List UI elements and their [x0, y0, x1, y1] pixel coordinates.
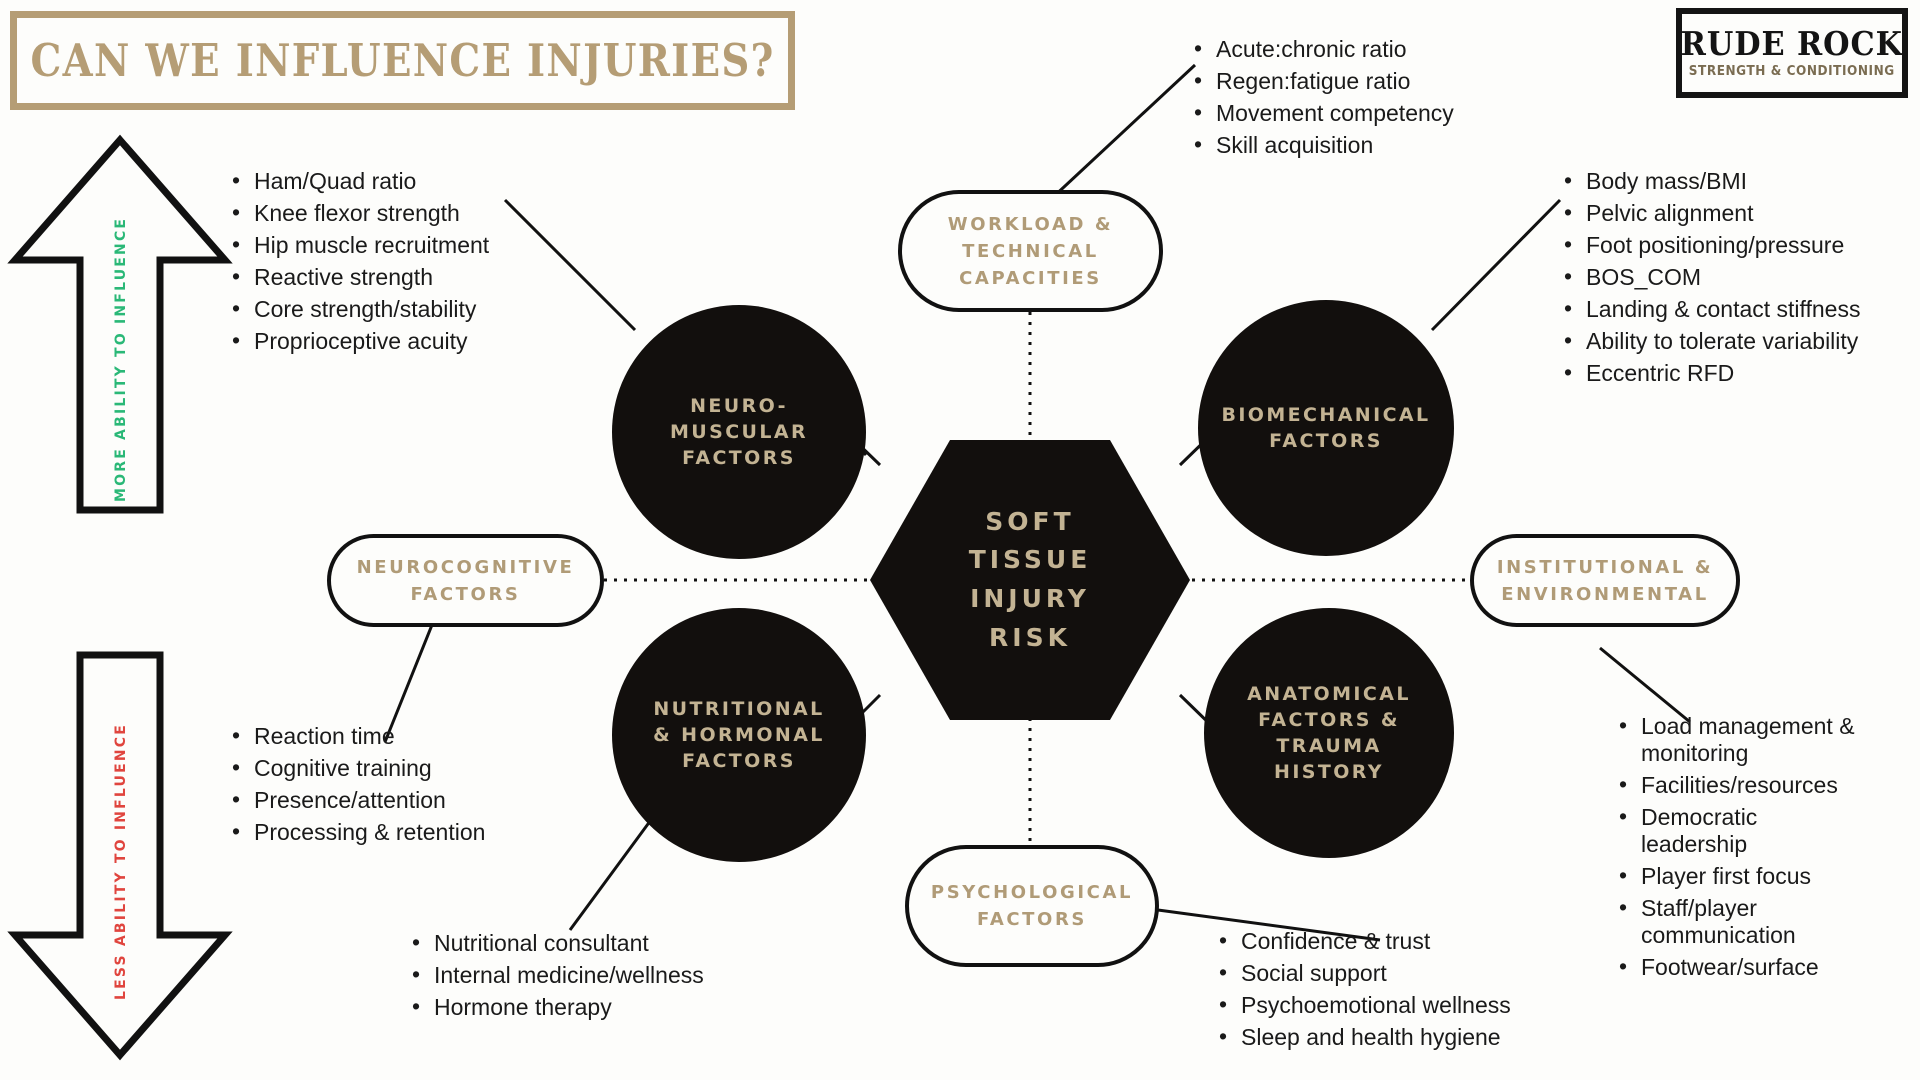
list-item: Pelvic alignment	[1560, 199, 1910, 227]
list-item: Democratic leadership	[1615, 803, 1865, 858]
list-item: Internal medicine/wellness	[408, 961, 748, 989]
list-item: Hormone therapy	[408, 993, 748, 1021]
list-item: Facilities/resources	[1615, 771, 1865, 799]
pill-institutional-label: INSTITUTIONAL &ENVIRONMENTAL	[1496, 556, 1714, 605]
list-item: Cognitive training	[228, 754, 548, 782]
list-item: Knee flexor strength	[228, 199, 558, 227]
up-arrow-label: MORE ABILITY TO INFLUENCE	[113, 216, 129, 502]
list-neuromuscular-factors: Ham/Quad ratioKnee flexor strengthHip mu…	[228, 167, 558, 360]
list-neurocognitive-factors: Reaction timeCognitive trainingPresence/…	[228, 722, 548, 851]
list-item: Hip muscle recruitment	[228, 231, 558, 259]
list-item: Movement competency	[1190, 99, 1520, 127]
list-item: Eccentric RFD	[1560, 359, 1910, 387]
list-item: Foot positioning/pressure	[1560, 231, 1910, 259]
leader-workload	[1048, 63, 1197, 202]
list-item: Player first focus	[1615, 862, 1865, 890]
down-arrow-label: LESS ABILITY TO INFLUENCE	[113, 722, 129, 1000]
list-item: Ham/Quad ratio	[228, 167, 558, 195]
list-item: Nutritional consultant	[408, 929, 748, 957]
leader-institutional	[1599, 646, 1691, 724]
leader-biomechanical	[1430, 198, 1562, 332]
list-item: Core strength/stability	[228, 295, 558, 323]
list-item: Proprioceptive acuity	[228, 327, 558, 355]
list-item: Load management & monitoring	[1615, 712, 1865, 767]
list-item: Confidence & trust	[1215, 927, 1555, 955]
logo-secondary-text: STRENGTH & CONDITIONING	[1689, 64, 1896, 79]
list-item: Psychoemotional wellness	[1215, 991, 1555, 1019]
list-item: Ability to tolerate variability	[1560, 327, 1910, 355]
list-item: Reaction time	[228, 722, 548, 750]
list-item: Regen:fatigue ratio	[1190, 67, 1520, 95]
list-item: Social support	[1215, 959, 1555, 987]
list-item: Presence/attention	[228, 786, 548, 814]
list-item: Skill acquisition	[1190, 131, 1520, 159]
list-item: Staff/player communication	[1615, 894, 1865, 949]
list-nutritional-hormonal-factors: Nutritional consultantInternal medicine/…	[408, 929, 748, 1026]
list-workload-technical-capacities: Acute:chronic ratioRegen:fatigue ratioMo…	[1190, 35, 1520, 164]
list-item: Body mass/BMI	[1560, 167, 1910, 195]
list-biomechanical-factors: Body mass/BMI Pelvic alignmentFoot positi…	[1560, 167, 1910, 392]
pill-institutional-environmental[interactable]: INSTITUTIONAL &ENVIRONMENTAL	[1470, 534, 1740, 627]
list-item: Acute:chronic ratio	[1190, 35, 1520, 63]
brand-logo: RUDE ROCK STRENGTH & CONDITIONING	[1676, 8, 1908, 98]
list-item: Landing & contact stiffness	[1560, 295, 1910, 323]
list-item: Reactive strength	[228, 263, 558, 291]
page-title-box: CAN WE INFLUENCE INJURIES?	[10, 11, 795, 110]
list-item: Processing & retention	[228, 818, 548, 846]
list-psychological-factors: Confidence & trustSocial supportPsychoem…	[1215, 927, 1555, 1056]
list-institutional-environmental: Load management & monitoringFacilities/r…	[1615, 712, 1865, 986]
logo-primary-text: RUDE ROCK	[1680, 24, 1904, 63]
list-item: Sleep and health hygiene	[1215, 1023, 1555, 1051]
list-item: BOS_COM	[1560, 263, 1910, 291]
page-title: CAN WE INFLUENCE INJURIES?	[30, 34, 775, 87]
list-item: Footwear/surface	[1615, 953, 1865, 981]
